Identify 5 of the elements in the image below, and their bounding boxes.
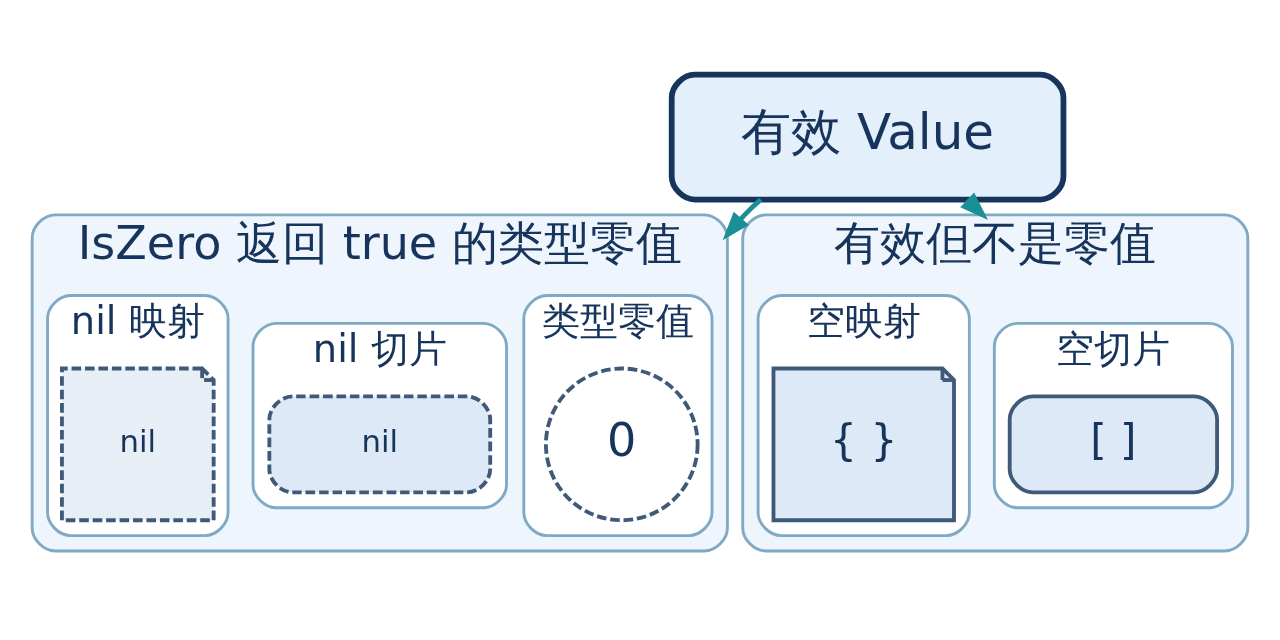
- node-box: nil: [267, 393, 493, 494]
- arrow: [960, 192, 989, 220]
- arrow: [722, 197, 763, 240]
- node-circle: 0: [544, 366, 700, 522]
- node-box: [ ]: [1007, 393, 1219, 494]
